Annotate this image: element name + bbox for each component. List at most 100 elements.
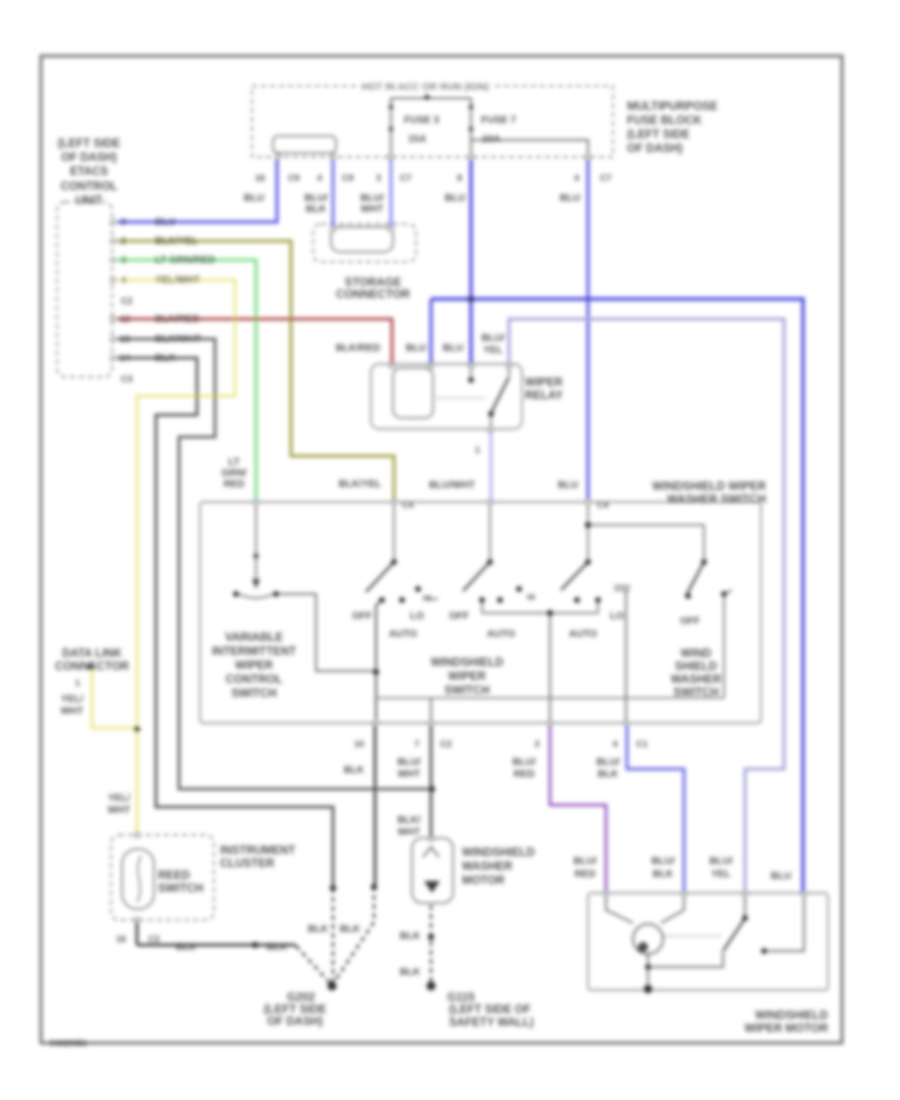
svg-text:SAFETY WALL): SAFETY WALL) [449,1017,534,1029]
svg-text:CONNECTOR: CONNECTOR [55,661,130,673]
svg-text:BLK: BLK [176,942,197,953]
svg-text:BLU: BLU [406,343,427,354]
svg-text:2: 2 [121,236,126,246]
svg-text:VARIABLE: VARIABLE [225,632,283,644]
svg-text:YEL/: YEL/ [61,694,83,705]
svg-text:(LEFT SIDE: (LEFT SIDE [264,1004,327,1016]
svg-text:BLU/: BLU/ [512,757,536,768]
svg-text:WIPER: WIPER [235,660,273,672]
svg-text:16: 16 [255,173,265,183]
svg-text:BLU/: BLU/ [596,757,620,768]
svg-text:CLUSTER: CLUSTER [220,858,275,870]
svg-text:BLU: BLU [445,193,466,204]
svg-text:3: 3 [534,739,539,749]
svg-text:WINDSHIELD: WINDSHIELD [462,847,535,859]
svg-text:OFF: OFF [449,611,469,622]
svg-text:WASHER SWITCH: WASHER SWITCH [667,494,766,506]
svg-text:LO: LO [410,611,424,622]
svg-text:BLU/WHT: BLU/WHT [429,480,475,491]
svg-text:REED: REED [158,870,190,882]
svg-text:OF DASH): OF DASH) [267,1016,323,1028]
svg-text:STORAGE: STORAGE [345,277,402,289]
svg-text:YEL/WHT: YEL/WHT [155,275,200,286]
svg-text:LT GRN/RED: LT GRN/RED [155,255,215,266]
svg-text:AUTO: AUTO [389,629,417,640]
svg-text:OFF: OFF [352,611,372,622]
svg-text:3: 3 [121,255,126,265]
svg-text:G202: G202 [287,992,315,1004]
svg-text:12: 12 [120,314,130,324]
svg-text:YEL/: YEL/ [108,793,130,804]
svg-text:YEL: YEL [711,869,730,880]
svg-text:C9: C9 [288,173,300,183]
svg-text:WASHER: WASHER [462,861,513,873]
svg-text:AUTO: AUTO [487,629,515,640]
svg-text:WHT: WHT [108,805,131,816]
svg-text:BLU: BLU [560,193,581,204]
svg-text:BLU: BLU [244,193,265,204]
svg-text:LO: LO [610,611,624,622]
svg-text:4: 4 [317,173,322,183]
svg-text:C7: C7 [600,173,612,183]
svg-text:BLK/WHT: BLK/WHT [155,334,201,345]
svg-text:RED: RED [223,479,244,490]
svg-text:BLU/: BLU/ [397,757,421,768]
svg-text:RED: RED [513,769,534,780]
svg-text:BLK/: BLK/ [397,815,421,826]
svg-text:INSTRUMENT: INSTRUMENT [220,845,295,857]
svg-text:FUSE 3: FUSE 3 [404,115,439,126]
svg-text:WHT: WHT [361,204,384,215]
svg-text:BLU: BLU [558,480,579,491]
svg-text:15A: 15A [408,134,426,145]
svg-text:BLK: BLK [306,204,327,215]
svg-text:3: 3 [376,173,381,183]
svg-text:8: 8 [457,173,462,183]
svg-text:8: 8 [121,217,126,227]
svg-text:HI: HI [423,594,431,603]
svg-text:WHT: WHT [398,827,421,838]
svg-text:UNIT: UNIT [76,195,103,207]
svg-text:FUSE BLOCK: FUSE BLOCK [627,115,702,127]
svg-text:C3: C3 [121,374,133,384]
svg-text:WIPER MOTOR: WIPER MOTOR [745,1023,829,1035]
svg-text:MOTOR: MOTOR [462,875,505,887]
svg-text:G115: G115 [447,992,475,1004]
svg-text:BLK: BLK [267,942,288,953]
svg-text:BLU/: BLU/ [651,856,675,867]
svg-text:SWITCH: SWITCH [444,685,489,697]
svg-text:16: 16 [116,934,126,944]
svg-text:BLU/: BLU/ [709,856,733,867]
svg-text:BLK: BLK [344,765,365,776]
svg-text:BLU: BLU [155,217,176,228]
svg-text:WHT: WHT [61,706,84,717]
svg-text:DATA LINK: DATA LINK [62,648,123,660]
svg-text:ETACS: ETACS [70,166,108,178]
svg-text:BLK: BLK [598,769,619,780]
svg-text:C2: C2 [440,739,452,749]
svg-text:HOT IN ACC OR RUN (IGN): HOT IN ACC OR RUN (IGN) [361,82,488,93]
svg-text:OFF: OFF [680,616,700,627]
svg-text:C7: C7 [400,173,412,183]
svg-text:13: 13 [120,334,130,344]
svg-text:1: 1 [75,678,80,688]
svg-text:SWITCH: SWITCH [673,687,718,699]
svg-text:OF DASH): OF DASH) [61,152,117,164]
svg-text:540290B1: 540290B1 [50,1039,87,1048]
svg-text:RED: RED [574,869,595,880]
svg-text:WINDSHIELD WIPER: WINDSHIELD WIPER [652,481,766,493]
svg-text:WIPER: WIPER [448,671,486,683]
svg-text:SHIELD: SHIELD [675,661,717,673]
svg-text:BLU: BLU [771,871,792,882]
svg-text:OF DASH): OF DASH) [627,143,683,155]
svg-text:BLK: BLK [653,869,674,880]
svg-text:BLK: BLK [400,931,421,942]
svg-text:WINDSHIELD: WINDSHIELD [755,1010,828,1022]
svg-text:BLK/RED: BLK/RED [155,314,199,325]
svg-text:LT: LT [228,457,239,468]
svg-text:4: 4 [574,173,579,183]
svg-text:HI: HI [527,593,535,602]
svg-text:FUSE 7: FUSE 7 [481,115,516,126]
svg-text:10A: 10A [482,134,500,145]
svg-text:WIPER: WIPER [525,377,563,389]
svg-text:BLK: BLK [340,924,361,935]
